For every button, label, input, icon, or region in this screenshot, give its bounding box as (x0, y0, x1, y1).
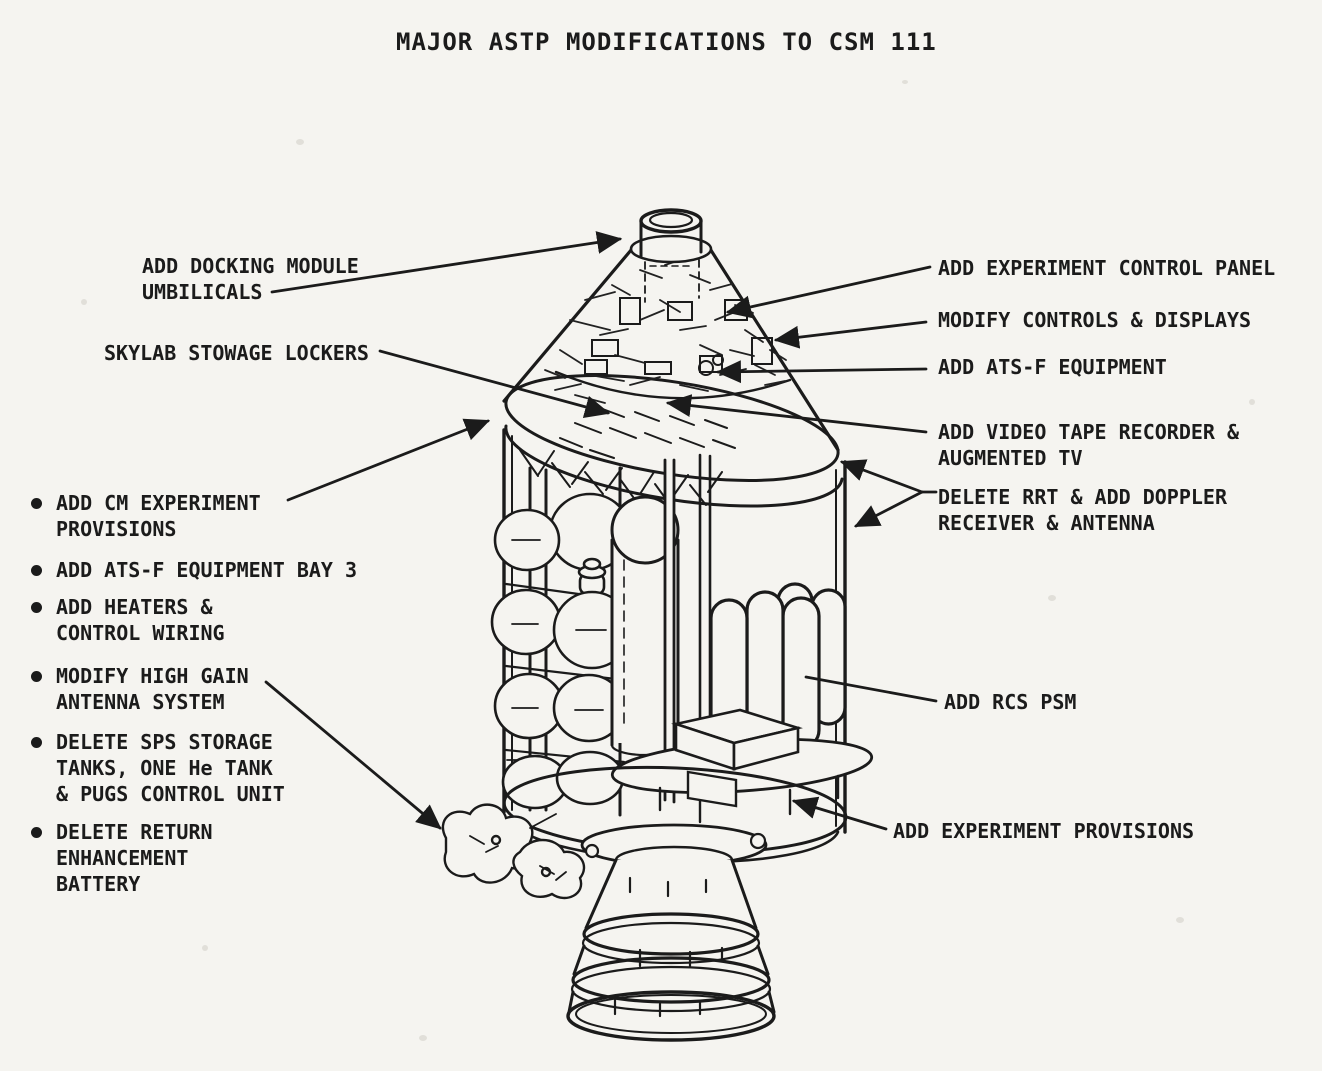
page-title: MAJOR ASTP MODIFICATIONS TO CSM 111 (396, 28, 937, 56)
bullet-dot-icon (31, 737, 42, 748)
callout-line: ADD EXPERIMENT CONTROL PANEL (938, 256, 1276, 280)
callout-line: MODIFY CONTROLS & DISPLAYS (938, 308, 1252, 332)
callout-line: TANKS, ONE He TANK (56, 756, 273, 780)
callout-line: ADD HEATERS & (56, 595, 213, 619)
callout-line: ANTENNA SYSTEM (56, 690, 225, 714)
callout-line: AUGMENTED TV (938, 446, 1083, 470)
bullet-dot-icon (31, 602, 42, 613)
callout-line: CONTROL WIRING (56, 621, 225, 645)
leader-cm-experiment-provisions (286, 418, 491, 502)
cone-equipment-boxes (584, 297, 773, 376)
callout-line: BATTERY (56, 872, 141, 896)
bullet-add-atsf-equipment-bay-3: ADD ATS-F EQUIPMENT BAY 3 (31, 557, 358, 583)
leader-experiment-provisions (791, 796, 888, 831)
callout-line: ADD ATS-F EQUIPMENT (938, 355, 1167, 379)
leader-skylab-lockers (378, 349, 611, 419)
leader-experiment-control-panel (725, 265, 932, 319)
callout-add-video-tape-recorder: ADD VIDEO TAPE RECORDER & AUGMENTED TV (938, 419, 1239, 471)
leader-doppler-lower (854, 490, 924, 528)
callout-line: ADD ATS-F EQUIPMENT BAY 3 (56, 558, 358, 582)
bullet-dot-icon (31, 565, 42, 576)
leader-video-tape-recorder (665, 394, 928, 434)
callout-line: DELETE RETURN (56, 820, 213, 844)
callout-line: DELETE RRT & ADD DOPPLER (938, 485, 1227, 509)
callout-line: DELETE SPS STORAGE (56, 730, 273, 754)
bullet-add-cm-experiment-provisions: ADD CM EXPERIMENT PROVISIONS (31, 490, 261, 542)
high-gain-antenna (441, 803, 586, 900)
callout-add-atsf-equipment: ADD ATS-F EQUIPMENT (938, 354, 1167, 380)
callout-add-rcs-psm: ADD RCS PSM (944, 689, 1076, 715)
callout-skylab-stowage-lockers: SKYLAB STOWAGE LOCKERS (104, 340, 369, 366)
callout-add-experiment-provisions: ADD EXPERIMENT PROVISIONS (893, 818, 1194, 844)
callout-line: ADD CM EXPERIMENT (56, 491, 261, 515)
scan-noise (81, 80, 1255, 1041)
sm-left-tanks (490, 492, 632, 810)
rcs-psm-tanks (709, 582, 847, 750)
callout-line: ADD VIDEO TAPE RECORDER & (938, 420, 1240, 444)
callout-line: RECEIVER & ANTENNA (938, 511, 1155, 535)
bullet-modify-high-gain-antenna: MODIFY HIGH GAIN ANTENNA SYSTEM (31, 663, 249, 715)
callout-add-docking-module-umbilicals: ADD DOCKING MODULE UMBILICALS (142, 253, 359, 305)
callout-line: ENHANCEMENT (56, 846, 189, 870)
callout-line: & PUGS CONTROL UNIT (56, 782, 285, 806)
leader-docking-umbilicals (270, 231, 623, 294)
callout-line: ADD EXPERIMENT PROVISIONS (893, 819, 1195, 843)
callout-line: MODIFY HIGH GAIN (56, 664, 249, 688)
callout-delete-rrt-add-doppler: DELETE RRT & ADD DOPPLER RECEIVER & ANTE… (938, 484, 1227, 536)
callout-line: ADD RCS PSM (944, 690, 1077, 714)
leader-high-gain-antenna (264, 680, 442, 830)
callout-line: ADD DOCKING MODULE (142, 254, 359, 278)
callout-line: UMBILICALS (142, 280, 263, 304)
callout-line: SKYLAB STOWAGE LOCKERS (104, 341, 369, 365)
callout-line: PROVISIONS (56, 517, 177, 541)
sps-engine-nozzle (566, 823, 776, 1042)
leader-controls-displays (773, 320, 928, 349)
callout-modify-controls-displays: MODIFY CONTROLS & DISPLAYS (938, 307, 1251, 333)
docking-tunnel (629, 208, 713, 303)
leader-rcs-psm (804, 675, 938, 703)
sm-center-beam (663, 458, 676, 804)
callout-add-experiment-control-panel: ADD EXPERIMENT CONTROL PANEL (938, 255, 1275, 281)
service-module (490, 428, 874, 864)
bullet-dot-icon (31, 498, 42, 509)
leader-atsf-equipment (715, 360, 928, 384)
leader-lines (264, 231, 938, 831)
experiment-box (671, 708, 803, 771)
bullet-delete-sps-storage-tanks: DELETE SPS STORAGE TANKS, ONE He TANK & … (31, 729, 285, 807)
bullet-dot-icon (31, 671, 42, 682)
bullet-add-heaters-control-wiring: ADD HEATERS & CONTROL WIRING (31, 594, 225, 646)
bullet-delete-return-enhancement-battery: DELETE RETURN ENHANCEMENT BATTERY (31, 819, 213, 897)
bullet-dot-icon (31, 827, 42, 838)
leader-doppler-upper (839, 459, 924, 494)
